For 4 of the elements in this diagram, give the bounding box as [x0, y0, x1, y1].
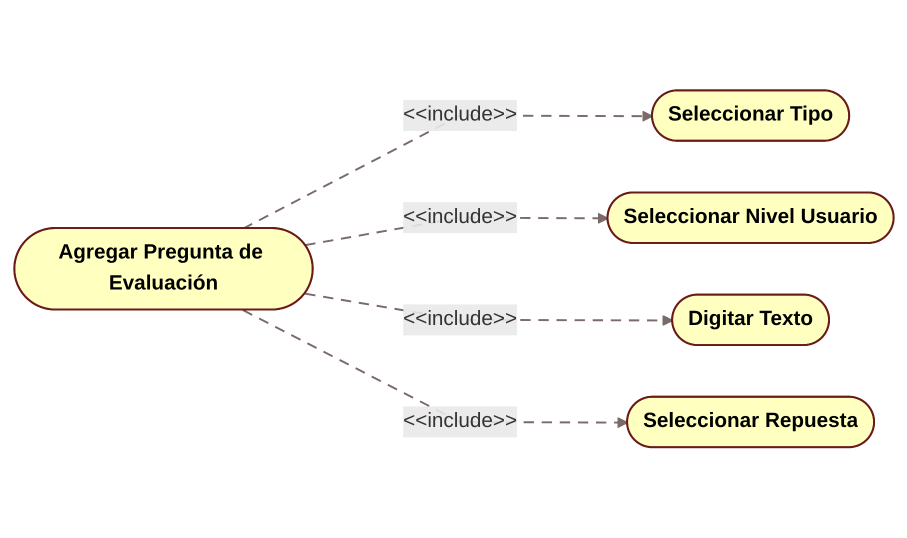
edge-label: <<include>> — [402, 206, 517, 228]
edge-label: <<include>> — [402, 410, 517, 433]
edge-label: <<include>> — [402, 308, 517, 330]
edge-label: <<include>> — [402, 104, 517, 126]
